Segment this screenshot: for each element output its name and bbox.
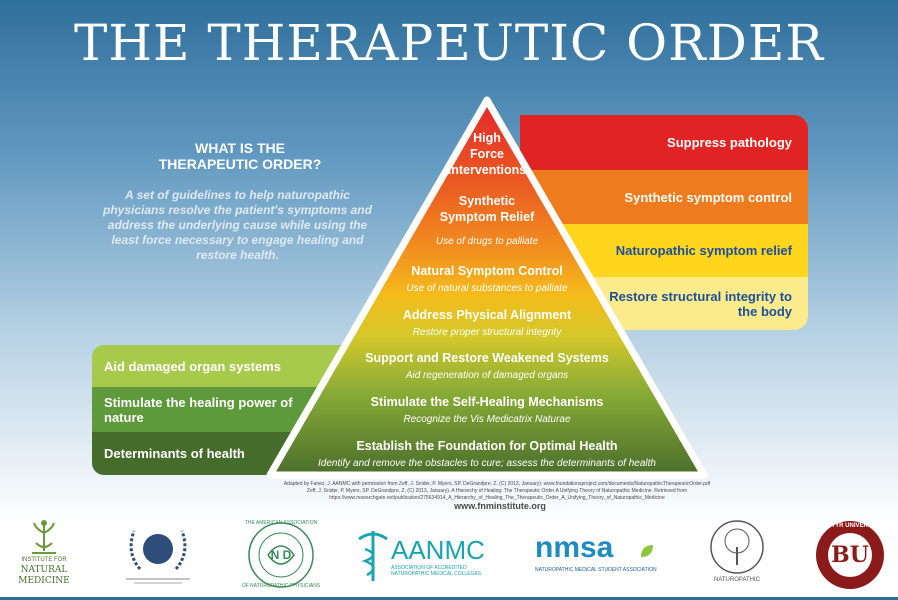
level-1-title: High Force Interventions <box>437 130 537 178</box>
left-bar-label: Stimulate the healing power of nature <box>104 394 293 425</box>
aanp-ring-top: THE AMERICAN ASSOCIATION <box>244 520 318 526</box>
aanp-seal-icon <box>248 522 314 588</box>
bastyr-ring: BASTYR UNIVERSITY <box>818 523 882 529</box>
level-2-title-line: Symptom Relief <box>439 210 535 224</box>
website-link[interactable]: www.fnminstitute.org <box>454 501 546 511</box>
left-bar-aid-organs: Aid damaged organ systems <box>92 345 352 387</box>
logo-aanp: THE AMERICAN ASSOCIATION N D OF NATUROPA… <box>238 517 324 595</box>
level-2-subtitle: Use of drugs to palliate <box>435 236 539 247</box>
ifm-line1: INSTITUTE FOR <box>21 557 67 563</box>
citation-line: https://www.researchgate.net/publication… <box>329 495 665 501</box>
logo-institute-natural-medicine: INSTITUTE FOR NATURAL MEDICINE <box>14 517 74 595</box>
logo-aanmc: AANMC ASSOCIATION OF ACCREDITED NATUROPA… <box>355 517 501 595</box>
logo-naturopathic-tree: NATUROPATHIC <box>702 517 772 595</box>
leaf-icon <box>641 545 653 557</box>
bastyr-seal-icon <box>816 521 884 589</box>
level-3-title: Natural Symptom Control <box>411 264 563 278</box>
nmsa-tagline: NATUROPATHIC MEDICAL STUDENT ASSOCIATION <box>535 567 657 573</box>
naturopathic-label: NATUROPATHIC <box>714 577 760 583</box>
logo-nmsa: nmsa NATUROPATHIC MEDICAL STUDENT ASSOCI… <box>535 517 659 595</box>
citation: Adapted by Fanez, J. AANMC with permissi… <box>262 481 732 502</box>
page-title: THE THERAPEUTIC ORDER <box>74 14 824 72</box>
level-3-subtitle: Use of natural substances to palliate <box>406 283 568 294</box>
right-bar-label: Restore structural integrity to the body <box>609 288 792 319</box>
aanmc-name: AANMC <box>391 535 485 565</box>
level-1-title-line: High <box>473 131 501 145</box>
intro-heading: WHAT IS THE THERAPEUTIC ORDER? <box>110 140 370 172</box>
right-bar-label: Naturopathic symptom relief <box>615 243 792 258</box>
laurel-globe-icon <box>126 530 190 584</box>
logo-laurel-globe <box>112 517 204 595</box>
right-bar-synthetic-control: Synthetic symptom control <box>520 170 808 224</box>
left-bar-label: Determinants of health <box>104 446 245 461</box>
ifm-line2: NATURAL <box>20 565 68 575</box>
logo-bastyr-university: BASTYR UNIVERSITY BU <box>808 517 892 595</box>
right-bar-label: Suppress pathology <box>667 135 792 150</box>
level-2-title: Synthetic Symptom Relief <box>437 193 537 225</box>
tree-circle-icon <box>710 520 764 574</box>
aanp-ring-bottom: OF NATUROPATHIC PHYSICIANS <box>241 583 321 589</box>
intro-description: A set of guidelines to help naturopathic… <box>103 188 372 262</box>
level-2-title-line: Synthetic <box>458 194 516 208</box>
citation-line: Adapted by Fanez, J. AANMC with permissi… <box>283 481 711 487</box>
caduceus-icon <box>358 531 388 581</box>
aanp-center: N D <box>270 548 292 562</box>
nmsa-name: nmsa <box>535 531 614 564</box>
left-bar-label: Aid damaged organ systems <box>104 358 281 374</box>
ifm-line3: MEDICINE <box>18 576 70 586</box>
aanmc-tagline: ASSOCIATION OF ACCREDITED NATUROPATHIC M… <box>391 565 482 577</box>
level-4-subtitle: Restore proper structural integrity <box>412 327 562 338</box>
intro-heading-line1: WHAT IS THE <box>195 140 285 156</box>
level-6-subtitle: Recognize the Vis Medicatrix Naturae <box>403 414 571 425</box>
pyramid-outline <box>266 96 708 479</box>
level-4-title: Address Physical Alignment <box>402 308 572 322</box>
level-1-title-line: Force <box>469 147 505 161</box>
citation-line: Zeff, J. Snider, P. Myers, SP. DeGrandpr… <box>306 488 688 494</box>
level-7-title: Establish the Foundation for Optimal Hea… <box>356 439 618 453</box>
level-5-subtitle: Aid regeneration of damaged organs <box>405 370 569 381</box>
intro-heading-line2: THERAPEUTIC ORDER? <box>158 156 322 172</box>
right-bar-label: Synthetic symptom control <box>624 189 792 205</box>
level-5-title: Support and Restore Weakened Systems <box>365 351 609 365</box>
tree-person-icon <box>32 520 56 554</box>
right-bar-suppress-pathology: Suppress pathology <box>520 115 808 170</box>
bastyr-center: BU <box>831 542 869 568</box>
level-6-title: Stimulate the Self-Healing Mechanisms <box>370 395 604 409</box>
level-1-title-line: Interventions <box>447 163 527 177</box>
level-7-subtitle: Identify and remove the obstacles to cur… <box>318 458 656 469</box>
